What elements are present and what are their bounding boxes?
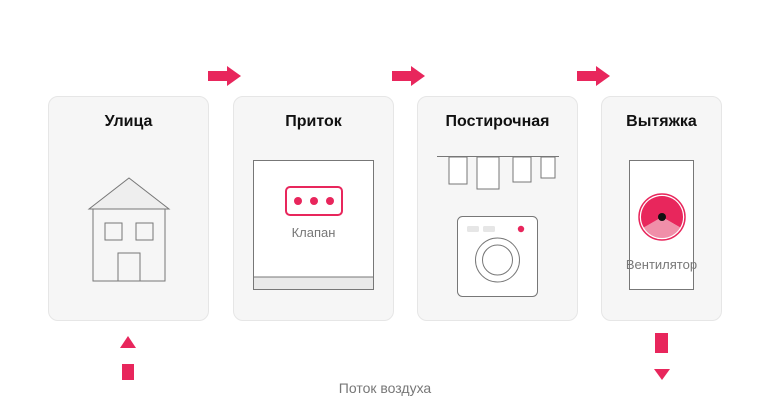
clothesline-icon xyxy=(437,156,559,190)
arrow-right-icon xyxy=(392,66,425,86)
card-title: Постирочная xyxy=(445,113,550,130)
card-exhaust: Вытяжка Вентилятор xyxy=(601,96,722,321)
card-laundry: Постирочная xyxy=(417,96,578,321)
arrow-down-icon xyxy=(654,333,670,380)
air-valve-icon xyxy=(285,186,343,216)
card-title: Приток xyxy=(285,113,342,130)
card-street: Улица xyxy=(48,96,209,321)
washing-machine-icon xyxy=(457,216,538,297)
arrow-right-icon xyxy=(208,66,241,86)
card-supply: Приток Клапан xyxy=(233,96,394,321)
wall-panel-icon xyxy=(253,160,374,290)
arrow-up-icon xyxy=(120,336,136,380)
house-icon xyxy=(87,177,171,282)
card-title: Улица xyxy=(104,113,153,130)
valve-caption: Клапан xyxy=(291,225,336,240)
airflow-label: Поток воздуха xyxy=(338,380,432,396)
card-title: Вытяжка xyxy=(626,113,697,130)
fan-caption: Вентилятор xyxy=(625,257,698,272)
fan-icon xyxy=(638,193,686,241)
arrow-right-icon xyxy=(577,66,610,86)
